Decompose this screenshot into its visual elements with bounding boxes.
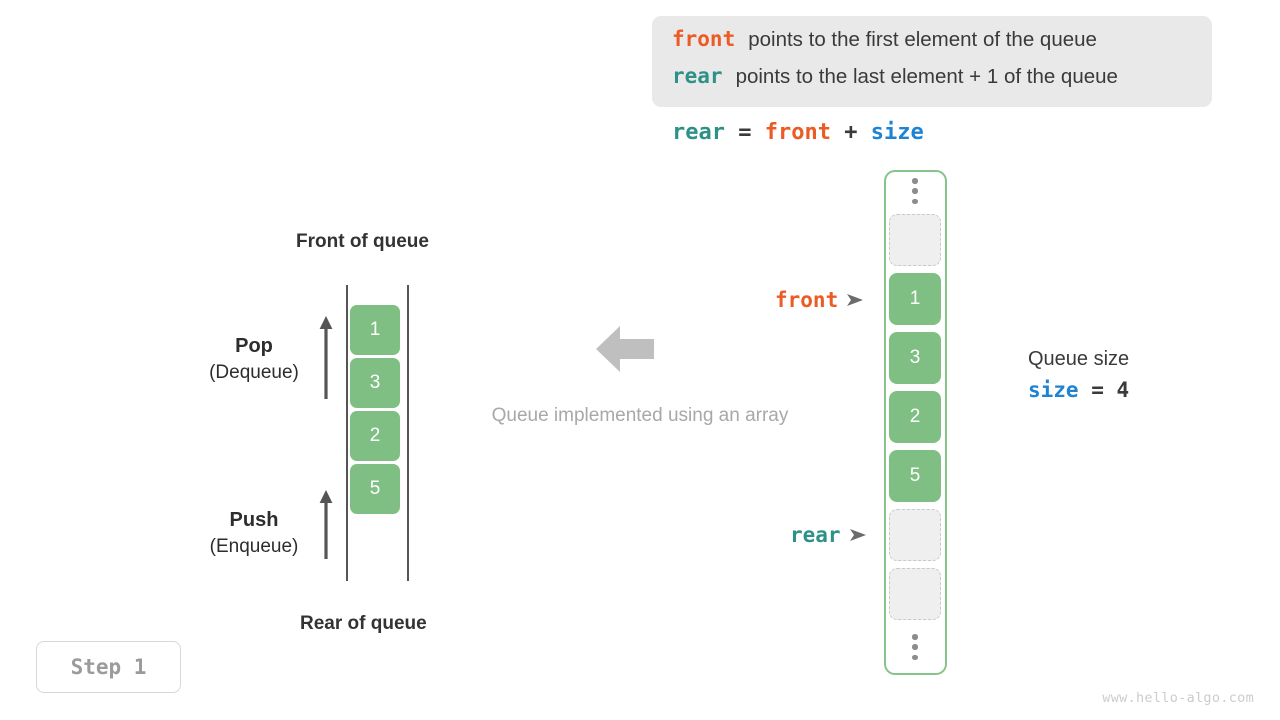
formula-lhs-rear: rear xyxy=(672,120,725,145)
queue-size-block: Queue size size = 4 xyxy=(1028,344,1129,406)
operation-push-name: Push xyxy=(229,509,279,531)
queue-rail-left xyxy=(346,285,348,581)
operation-push-alt: (Enqueue) xyxy=(209,536,299,557)
formula-rear-equals-front-plus-size: rear = front + size xyxy=(672,120,924,145)
legend-line-front: front points to the first element of the… xyxy=(672,27,1192,64)
legend-box: front points to the first element of the… xyxy=(652,16,1212,107)
watermark: www.hello-algo.com xyxy=(1102,690,1254,706)
legend-keyword-rear: rear xyxy=(672,64,723,88)
queue-cell-3: 5 xyxy=(350,464,400,514)
queue-size-title: Queue size xyxy=(1028,348,1130,370)
queue-size-equals: = xyxy=(1091,378,1104,402)
operation-pop-name: Pop xyxy=(235,335,273,357)
formula-plus: + xyxy=(844,120,858,145)
array-slot-1: 1 xyxy=(889,273,941,325)
array-slot-6 xyxy=(889,568,941,620)
formula-size: size xyxy=(870,120,924,145)
pointer-front: front xyxy=(775,288,867,312)
center-caption: Queue implemented using an array xyxy=(491,405,789,426)
pointer-rear-label: rear xyxy=(790,523,841,547)
queue-size-value: 4 xyxy=(1116,378,1130,402)
formula-front: front xyxy=(764,120,831,145)
array-slot-2: 3 xyxy=(889,332,941,384)
left-arrow-icon xyxy=(596,324,654,379)
array-slot-4: 5 xyxy=(889,450,941,502)
label-rear-of-queue: Rear of queue xyxy=(300,613,427,634)
operation-label-push: Push (Enqueue) xyxy=(186,507,322,561)
queue-cell-2: 2 xyxy=(350,411,400,461)
legend-text-rear: points to the last element + 1 of the qu… xyxy=(735,65,1118,88)
pointer-rear-arrow-icon xyxy=(849,523,870,547)
legend-line-rear: rear points to the last element + 1 of t… xyxy=(672,64,1192,101)
pointer-rear: rear xyxy=(790,523,870,547)
array-bottom-ellipsis-icon xyxy=(889,634,941,660)
queue-rail-right xyxy=(407,285,409,581)
queue-size-var: size xyxy=(1028,378,1079,402)
pop-up-arrow-icon xyxy=(316,315,336,404)
legend-keyword-front: front xyxy=(672,27,736,51)
step-badge: Step 1 xyxy=(36,641,181,693)
array-top-ellipsis-icon xyxy=(889,178,941,204)
pointer-front-arrow-icon xyxy=(847,288,867,312)
operation-pop-alt: (Dequeue) xyxy=(209,362,299,383)
label-front-of-queue: Front of queue xyxy=(296,231,429,252)
array-slot-5 xyxy=(889,509,941,561)
array-slot-0 xyxy=(889,214,941,266)
operation-label-pop: Pop (Dequeue) xyxy=(186,333,322,387)
legend-text-front: points to the first element of the queue xyxy=(748,28,1097,51)
push-up-arrow-icon xyxy=(316,489,336,564)
queue-size-expression: size = 4 xyxy=(1028,374,1129,406)
queue-cell-0: 1 xyxy=(350,305,400,355)
formula-equals: = xyxy=(738,120,752,145)
pointer-front-label: front xyxy=(775,288,839,312)
array-slot-3: 2 xyxy=(889,391,941,443)
queue-cell-1: 3 xyxy=(350,358,400,408)
